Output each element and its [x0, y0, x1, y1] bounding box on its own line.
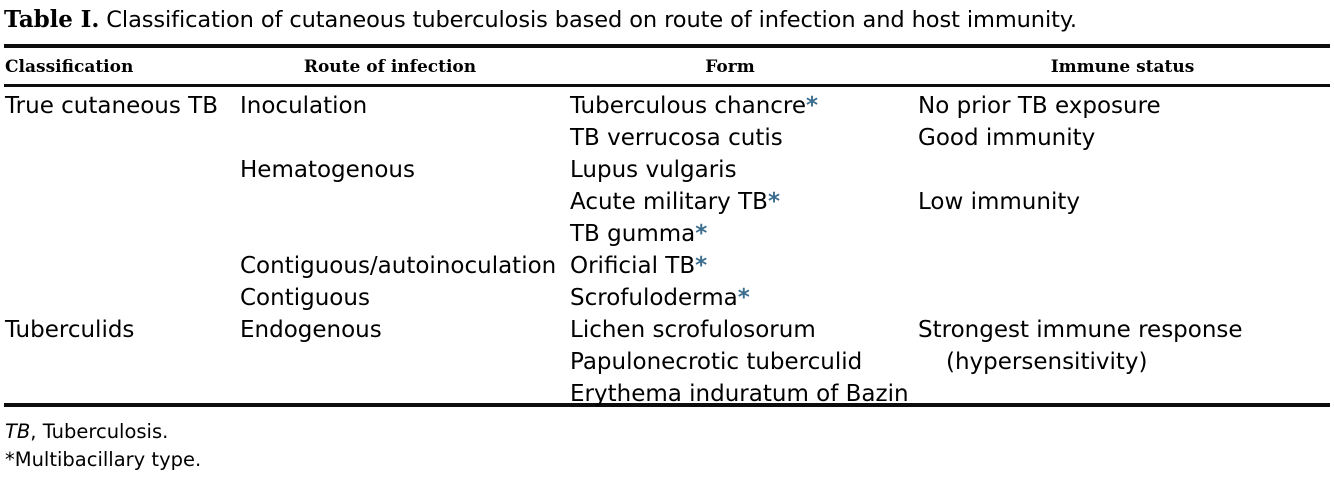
table-row: Acute military TB* Low immunity	[0, 186, 1334, 218]
cell-classification: Tuberculids	[5, 317, 135, 343]
cell-form-text: Lichen scrofulosorum	[570, 317, 816, 343]
table-body: True cutaneous TB Inoculation Tuberculous …	[0, 90, 1334, 407]
cell-form-text: Lupus vulgaris	[570, 157, 737, 183]
cell-route-of-infection: Inoculation	[240, 93, 368, 119]
cell-form: Acute military TB*	[570, 186, 780, 218]
cell-form-text: Tuberculous chancre	[570, 93, 807, 119]
cell-form: Erythema induratum of Bazin	[570, 378, 909, 410]
cell-form-text: Scrofuloderma	[570, 285, 738, 311]
table-row: Erythema induratum of Bazin	[0, 378, 1334, 410]
cell-classification: True cutaneous TB	[5, 93, 218, 119]
table-row: Contiguous/autoinoculation Orificial TB*	[0, 250, 1334, 282]
table-caption: Table I. Classification of cutaneous tub…	[4, 2, 1330, 37]
table-row: TB verrucosa cutis Good immunity	[0, 122, 1334, 154]
cell-form: Orificial TB*	[570, 250, 707, 282]
table-bottom-rule	[4, 403, 1330, 407]
cell-immune-status: Low immunity	[918, 189, 1080, 215]
column-header-route-of-infection: Route of infection	[303, 57, 477, 77]
footnote-abbreviation: TB	[5, 420, 31, 443]
table-column-headers: Classification Route of infection Form I…	[0, 57, 1334, 83]
table-footnotes: TB, Tuberculosis.*Multibacillary type.	[5, 418, 1325, 474]
table-caption-text: Classification of cutaneous tuberculosis…	[99, 7, 1077, 33]
multibacillary-asterisk-icon: *	[695, 253, 708, 279]
cell-form: TB verrucosa cutis	[570, 122, 783, 154]
cell-route-of-infection: Contiguous	[240, 285, 370, 311]
table-row: Papulonecrotic tuberculid (hypersensitivi…	[0, 346, 1334, 378]
column-header-classification: Classification	[5, 57, 134, 77]
cell-immune-status: (hypersensitivity)	[946, 349, 1148, 375]
cell-form-text: Orificial TB	[570, 253, 696, 279]
table-header-rule	[4, 84, 1330, 87]
multibacillary-asterisk-icon: *	[737, 285, 750, 311]
footnote-text: *Multibacillary type.	[5, 448, 202, 471]
table-caption-label: Table I.	[4, 6, 100, 33]
cell-form-text: Erythema induratum of Bazin	[570, 381, 909, 407]
cell-form-text: Acute military TB	[570, 189, 768, 215]
table-row: True cutaneous TB Inoculation Tuberculous …	[0, 90, 1334, 122]
footnote: *Multibacillary type.	[5, 446, 1325, 474]
footnote-text: , Tuberculosis.	[30, 420, 169, 443]
table-row: Contiguous Scrofuloderma*	[0, 282, 1334, 314]
cell-route-of-infection: Endogenous	[240, 317, 382, 343]
cell-form: Papulonecrotic tuberculid	[570, 346, 862, 378]
multibacillary-asterisk-icon: *	[806, 93, 819, 119]
table-top-rule	[4, 44, 1330, 48]
footnote: TB, Tuberculosis.	[5, 418, 1325, 446]
cell-form: Lichen scrofulosorum	[570, 314, 816, 346]
multibacillary-asterisk-icon: *	[695, 221, 708, 247]
table-row: TB gumma*	[0, 218, 1334, 250]
cell-form-text: TB gumma	[570, 221, 696, 247]
multibacillary-asterisk-icon: *	[767, 189, 780, 215]
cell-immune-status: No prior TB exposure	[918, 93, 1161, 119]
cell-form-text: TB verrucosa cutis	[570, 125, 783, 151]
table-row: Hematogenous Lupus vulgaris	[0, 154, 1334, 186]
cell-form: TB gumma*	[570, 218, 707, 250]
cell-route-of-infection: Contiguous/autoinoculation	[240, 253, 557, 279]
cell-form: Tuberculous chancre*	[570, 90, 818, 122]
cell-form: Lupus vulgaris	[570, 154, 737, 186]
column-header-immune-status: Immune status	[1050, 57, 1195, 77]
table-row: Tuberculids Endogenous Lichen scrofulosoru…	[0, 314, 1334, 346]
column-header-form: Form	[705, 57, 755, 77]
cell-immune-status: Strongest immune response	[918, 317, 1243, 343]
cell-form: Scrofuloderma*	[570, 282, 750, 314]
cell-form-text: Papulonecrotic tuberculid	[570, 349, 863, 375]
cell-route-of-infection: Hematogenous	[240, 157, 415, 183]
cell-immune-status: Good immunity	[918, 125, 1096, 151]
